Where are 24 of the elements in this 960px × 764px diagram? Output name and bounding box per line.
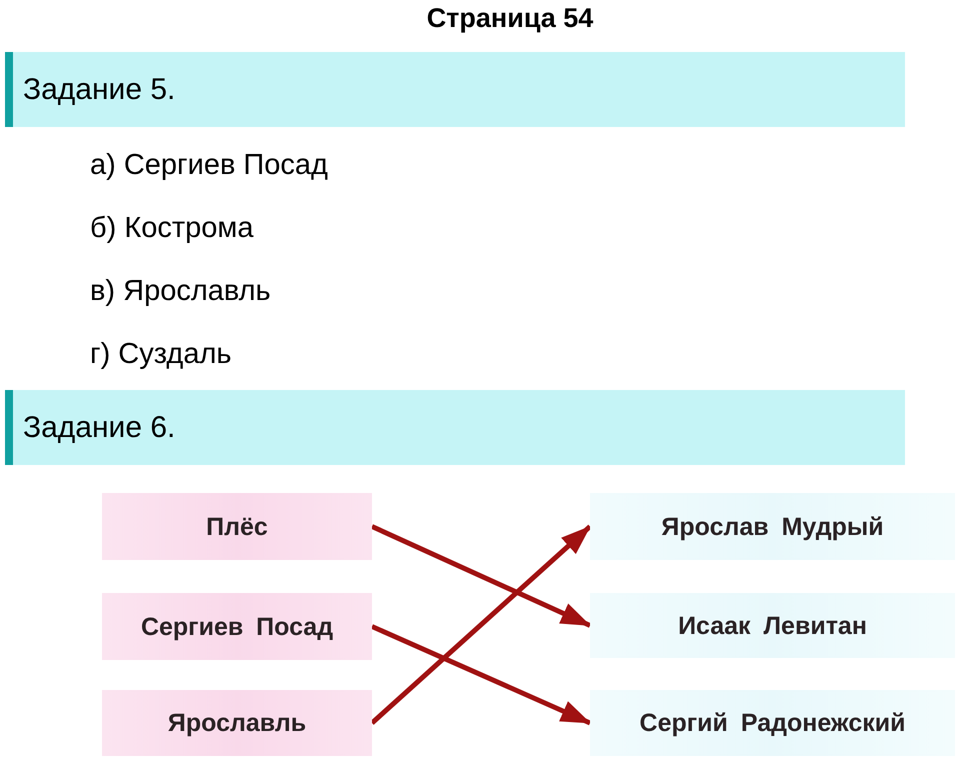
arrow <box>370 624 592 726</box>
person-box <box>590 593 955 658</box>
answer-text: б) Кострома <box>90 211 254 246</box>
place-name: Ярославль <box>168 708 306 738</box>
section-header-band <box>5 52 905 127</box>
arrow <box>370 524 592 628</box>
place-name: Сергиев Посад <box>140 612 334 642</box>
answer-text: а) Сергиев Посад <box>90 148 328 183</box>
place-name: Плёс <box>206 512 268 542</box>
answer-text: г) Суздаль <box>90 337 232 372</box>
place-box <box>102 690 372 756</box>
person-name: Исаак Левитан <box>678 610 867 640</box>
place-box <box>102 593 372 660</box>
person-name: Ярослав Мудрый <box>661 512 884 542</box>
page-title: Страница 54 <box>426 3 594 33</box>
person-name: Сергий Радонежский <box>640 708 906 738</box>
person-box <box>590 493 955 560</box>
place-box <box>102 493 372 560</box>
arrow <box>370 524 592 725</box>
section-heading: Задание 5. <box>23 72 176 108</box>
answer-text: в) Ярославль <box>90 274 271 309</box>
section-heading: Задание 6. <box>23 410 176 446</box>
person-box <box>590 690 955 756</box>
section-header-band <box>5 390 905 465</box>
